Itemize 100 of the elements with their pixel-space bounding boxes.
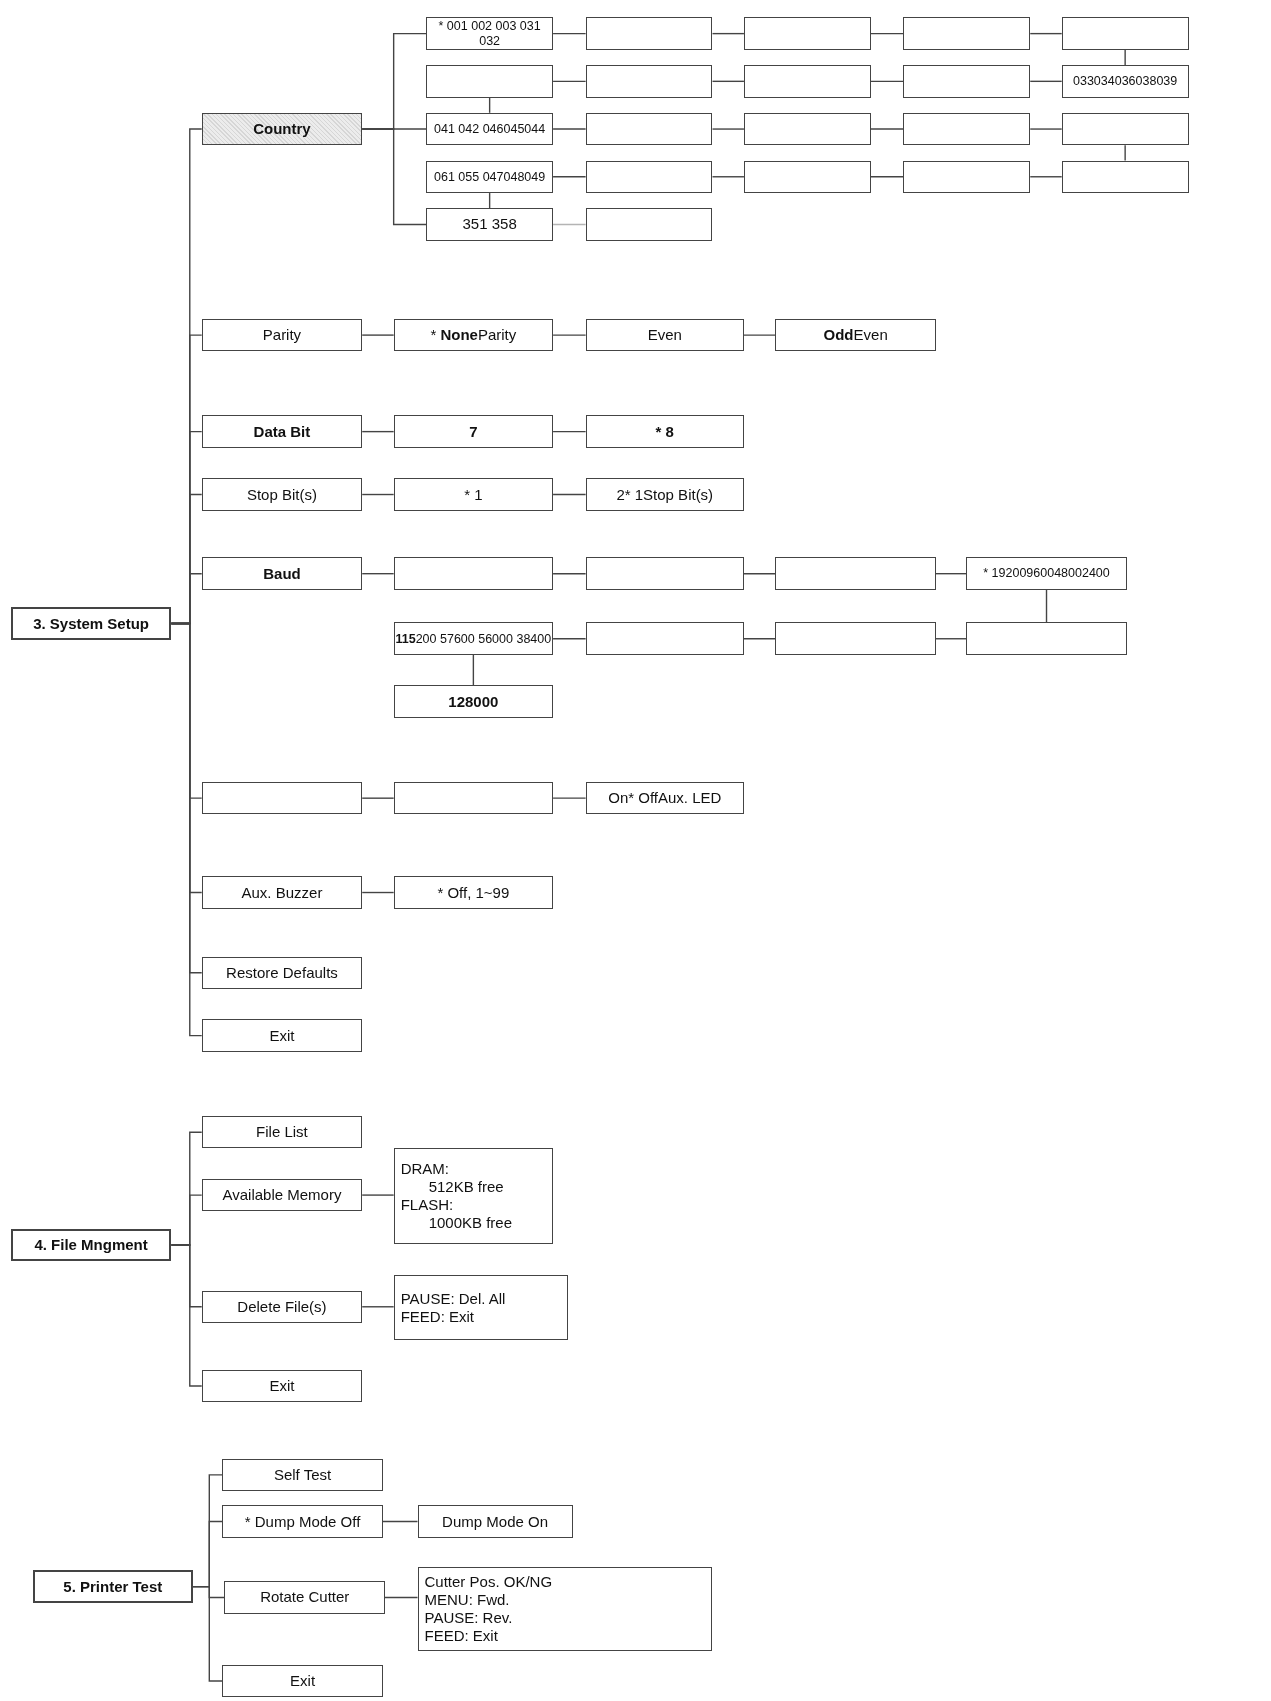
menu-label: * 19200960048002400 [983, 566, 1110, 581]
connector-line [870, 80, 905, 83]
menu-label: Baud [263, 564, 301, 583]
menu-label: 128000 [448, 692, 499, 711]
empty-box [775, 622, 936, 655]
message-line: PAUSE: Del. All [400, 1289, 506, 1308]
menu-label: Exit [290, 1671, 316, 1690]
empty-box [585, 622, 744, 655]
menu-box [222, 1458, 383, 1492]
connector-line [743, 334, 777, 336]
menu-box [201, 557, 363, 590]
message-line: 1000KB free [427, 1214, 513, 1233]
message-line: Cutter Pos. OK/NG [424, 1572, 553, 1591]
connector-line [552, 128, 587, 130]
message-box [393, 1275, 569, 1341]
message-line: DRAM: [400, 1160, 449, 1179]
menu-label: Available Memory [222, 1186, 342, 1205]
menu-box [1061, 65, 1189, 98]
menu-box [201, 876, 363, 909]
connector-line [361, 128, 427, 226]
connector-line [1029, 32, 1063, 35]
empty-box [743, 65, 871, 98]
connector-line [361, 572, 395, 575]
menu-label: 061 055 047048049 [434, 169, 546, 184]
menu-label: 115200 57600 56000 38400 [395, 631, 552, 646]
connector-line [743, 572, 777, 575]
empty-box [903, 160, 1031, 194]
empty-box [393, 557, 554, 590]
connector-line [361, 1306, 395, 1308]
menu-box [201, 112, 363, 146]
message-line: FEED: Exit [424, 1626, 498, 1645]
menu-label: Parity [262, 326, 302, 345]
menu-label: 351 358 [462, 215, 517, 234]
menu-box [426, 208, 554, 241]
empty-box [743, 112, 871, 146]
empty-box [585, 208, 713, 241]
menu-label: 3. System Setup [33, 614, 150, 633]
menu-label: Stop Bit(s) [246, 485, 317, 504]
menu-label: * Dump Mode Off [244, 1512, 361, 1531]
menu-label: * Off, 1~99 [437, 883, 510, 902]
menu-box [201, 478, 363, 511]
connector-line [472, 654, 475, 687]
message-line: MENU: Fwd. [424, 1590, 510, 1609]
connector-line [552, 176, 587, 178]
empty-box [903, 112, 1031, 146]
menu-label: 5. Printer Test [63, 1577, 163, 1596]
connector-line [552, 80, 587, 83]
connector-line [1124, 144, 1126, 162]
connector-line [711, 176, 745, 178]
menu-box [417, 1505, 573, 1538]
menu-label: Even [647, 326, 682, 345]
empty-box [1061, 160, 1189, 194]
menu-label: File List [256, 1123, 308, 1142]
empty-box [201, 781, 363, 815]
empty-box [903, 17, 1031, 50]
menu-label: Data Bit [253, 422, 311, 441]
message-line: FEED: Exit [400, 1307, 474, 1326]
menu-box [426, 160, 554, 194]
menu-box [201, 1019, 363, 1052]
connector-line [552, 572, 587, 575]
connector-line [170, 1244, 203, 1387]
menu-box [222, 1664, 383, 1698]
menu-heading-box [10, 1228, 172, 1262]
connector-line [552, 638, 587, 640]
empty-box [743, 160, 871, 194]
menu-box [775, 318, 936, 352]
connector-line [552, 797, 587, 799]
menu-heading-box [10, 607, 172, 640]
menu-box [201, 1115, 363, 1149]
message-line: 512KB free [427, 1178, 504, 1197]
message-box [417, 1567, 713, 1651]
menu-box [393, 622, 554, 655]
menu-box [393, 876, 554, 909]
message-line: PAUSE: Rev. [424, 1608, 513, 1627]
connector-line [870, 32, 905, 35]
connector-line [361, 797, 395, 799]
menu-box [201, 1178, 363, 1212]
connector-line [192, 1585, 223, 1682]
message-line: FLASH: [400, 1196, 454, 1215]
connector-line [552, 334, 587, 336]
menu-label: Exit [269, 1026, 295, 1045]
connector-line [1029, 128, 1063, 130]
connector-line [711, 128, 745, 130]
empty-box [585, 557, 744, 590]
menu-label: 2* 1Stop Bit(s) [616, 485, 714, 504]
connector-line [1045, 589, 1048, 624]
menu-box [585, 478, 744, 511]
menu-box [201, 1369, 363, 1403]
menu-box [966, 557, 1127, 590]
menu-label: 033034036038039 [1073, 74, 1178, 89]
menu-box [393, 685, 554, 718]
menu-label: Rotate Cutter [260, 1588, 350, 1607]
menu-box [222, 1505, 383, 1538]
menu-box [201, 415, 363, 448]
menu-label: Country [253, 120, 311, 139]
connector-line [361, 1194, 395, 1196]
connector-line [711, 32, 745, 35]
empty-box [585, 17, 713, 50]
connector-line [870, 176, 905, 178]
menu-label: 7 [469, 422, 478, 441]
